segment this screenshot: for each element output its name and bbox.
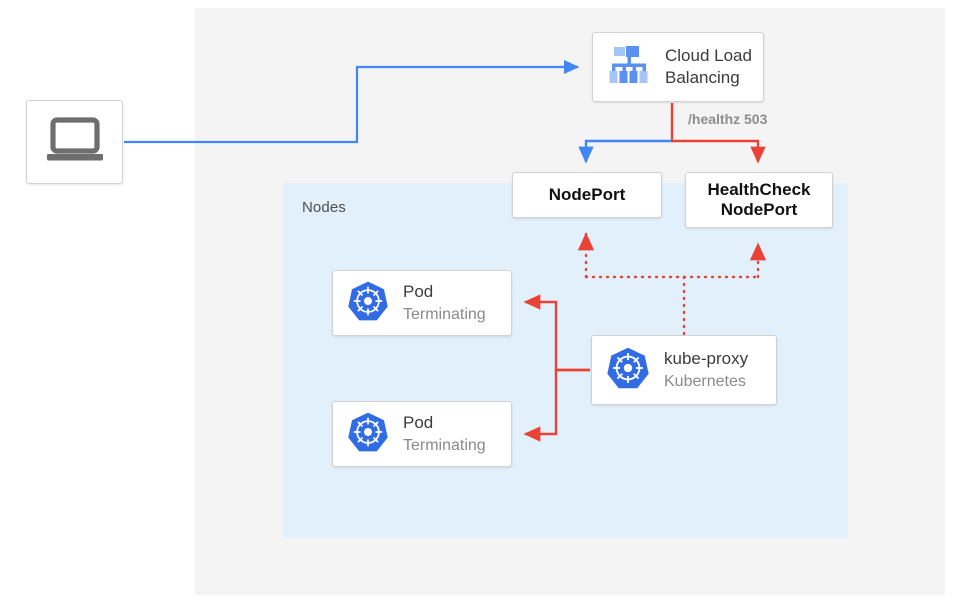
cloud-load-balancing-icon (607, 44, 651, 91)
edge-label-healthz: /healthz 503 (688, 111, 768, 127)
nodes-region-label: Nodes (302, 199, 346, 216)
kube-proxy-label: kube-proxy Kubernetes (664, 348, 748, 392)
pod-1-title: Pod (403, 282, 434, 302)
kube-proxy-node[interactable]: kube-proxy Kubernetes (591, 335, 777, 405)
pod-2-subtitle: Terminating (403, 436, 486, 454)
clb-title-line2: Balancing (665, 68, 740, 87)
kubernetes-icon (347, 280, 389, 327)
clb-title-line1: Cloud Load (665, 45, 752, 65)
pod-node-1[interactable]: Pod Terminating (332, 270, 512, 336)
healthcheck-nodeport-label: HealthCheck NodePort (708, 180, 811, 221)
cloud-load-balancing-node[interactable]: Cloud Load Balancing (592, 32, 764, 102)
healthcheck-nodeport-node[interactable]: HealthCheck NodePort (685, 172, 833, 228)
pod-1-label: Pod Terminating (403, 281, 486, 325)
healthcheck-nodeport-label-line2: NodePort (720, 200, 798, 219)
kubernetes-icon (606, 346, 650, 395)
laptop-icon (46, 116, 104, 168)
pod-2-label: Pod Terminating (403, 412, 486, 456)
pod-2-title: Pod (403, 413, 434, 433)
healthcheck-nodeport-label-line1: HealthCheck (707, 179, 811, 199)
kube-proxy-title: kube-proxy (664, 349, 749, 369)
nodeport-node[interactable]: NodePort (512, 172, 662, 218)
cloud-load-balancing-label: Cloud Load Balancing (665, 45, 752, 90)
kubernetes-icon (347, 411, 389, 458)
kube-proxy-subtitle: Kubernetes (664, 372, 746, 390)
pod-1-subtitle: Terminating (403, 305, 486, 323)
pod-node-2[interactable]: Pod Terminating (332, 401, 512, 467)
client-node[interactable] (26, 100, 123, 184)
nodeport-label: NodePort (548, 184, 626, 204)
